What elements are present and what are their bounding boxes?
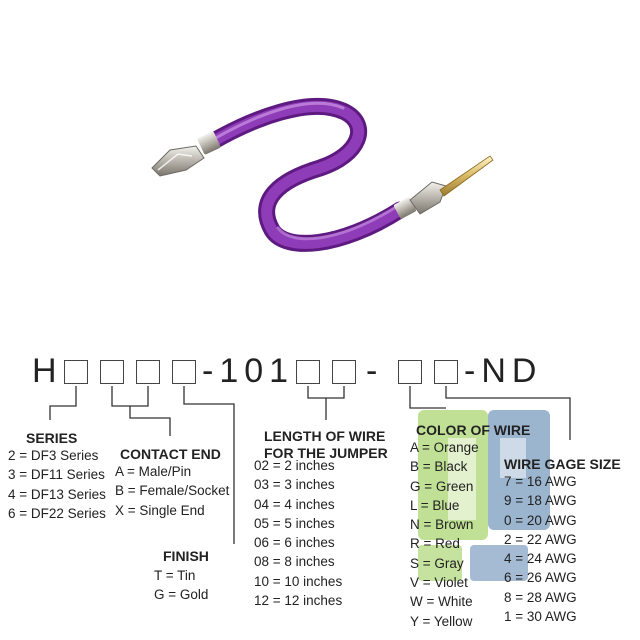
color-option: B = Black	[410, 459, 468, 475]
length-heading-line2: FOR THE JUMPER	[264, 445, 388, 461]
series-slot	[64, 360, 88, 384]
finish-heading: FINISH	[163, 548, 209, 564]
jumper-wire-photo	[151, 97, 494, 252]
series-options: 2 = DF3 Series 3 = DF11 Series 4 = DF13 …	[8, 446, 106, 523]
pin-contact	[394, 155, 494, 219]
length-option: 02 = 2 inches	[254, 458, 335, 473]
length-heading-line1: LENGTH OF WIRE	[264, 428, 386, 444]
wire-highlight	[206, 100, 406, 249]
gage-option: 4 = 24 AWG	[504, 551, 577, 567]
color-option: V = Violet	[410, 575, 468, 591]
color-options: A = Orange B = Black G = Green L = Blue …	[410, 438, 479, 631]
contact-end-slot-2	[136, 360, 160, 384]
length-option: 03 = 3 inches	[254, 477, 335, 493]
gage-option: 6 = 26 AWG	[504, 570, 577, 586]
socket-contact	[151, 131, 221, 177]
part-number-separator: -	[366, 352, 378, 390]
length-option: 05 = 5 inches	[254, 515, 335, 531]
color-option: R = Red	[410, 536, 460, 552]
part-number-middle: -101	[202, 352, 295, 390]
gage-option: 2 = 22 AWG	[504, 531, 577, 547]
series-option: 4 = DF13 Series	[8, 486, 106, 502]
contact-end-option: X = Single End	[115, 502, 205, 518]
series-option: 2 = DF3 Series	[8, 448, 99, 463]
series-option: 3 = DF11 Series	[8, 467, 105, 483]
length-option: 04 = 4 inches	[254, 496, 335, 512]
finish-option: G = Gold	[154, 587, 209, 603]
contact-end-heading: CONTACT END	[120, 446, 221, 462]
gage-option: 7 = 16 AWG	[504, 474, 577, 489]
length-option: 08 = 8 inches	[254, 554, 335, 570]
gage-option: 1 = 30 AWG	[504, 609, 577, 625]
color-slot	[398, 360, 422, 384]
color-option: A = Orange	[410, 440, 479, 455]
finish-options: T = Tin G = Gold	[154, 566, 208, 605]
gage-option: 0 = 20 AWG	[504, 512, 577, 528]
length-option: 06 = 6 inches	[254, 535, 335, 551]
part-number-prefix: H	[32, 352, 57, 390]
length-option: 12 = 12 inches	[254, 593, 343, 609]
finish-option: T = Tin	[154, 568, 196, 583]
contact-end-option: B = Female/Socket	[115, 483, 230, 499]
color-option: Y = Yellow	[410, 613, 473, 629]
color-option: L = Blue	[410, 497, 460, 513]
contact-end-slot-1	[100, 360, 124, 384]
color-option: G = Green	[410, 478, 474, 494]
color-option: N = Brown	[410, 517, 474, 533]
length-slot-1	[296, 360, 320, 384]
gage-option: 8 = 28 AWG	[504, 589, 577, 605]
length-slot-2	[332, 360, 356, 384]
contact-end-option: A = Male/Pin	[115, 464, 192, 479]
series-option: 6 = DF22 Series	[8, 505, 106, 521]
gage-heading: WIRE GAGE SIZE	[504, 456, 621, 472]
color-option: W = White	[410, 594, 473, 610]
length-options: 02 = 2 inches 03 = 3 inches 04 = 4 inche…	[254, 456, 342, 610]
gage-slot	[434, 360, 458, 384]
gage-options: 7 = 16 AWG 9 = 18 AWG 0 = 20 AWG 2 = 22 …	[504, 472, 577, 626]
length-option: 10 = 10 inches	[254, 573, 343, 589]
color-heading: COLOR OF WIRE	[416, 422, 531, 438]
finish-slot	[172, 360, 196, 384]
part-number-suffix: -ND	[464, 352, 543, 390]
gage-option: 9 = 18 AWG	[504, 493, 577, 509]
color-option: S = Gray	[410, 555, 464, 571]
contact-end-options: A = Male/Pin B = Female/Socket X = Singl…	[115, 462, 229, 520]
series-heading: SERIES	[26, 430, 78, 446]
